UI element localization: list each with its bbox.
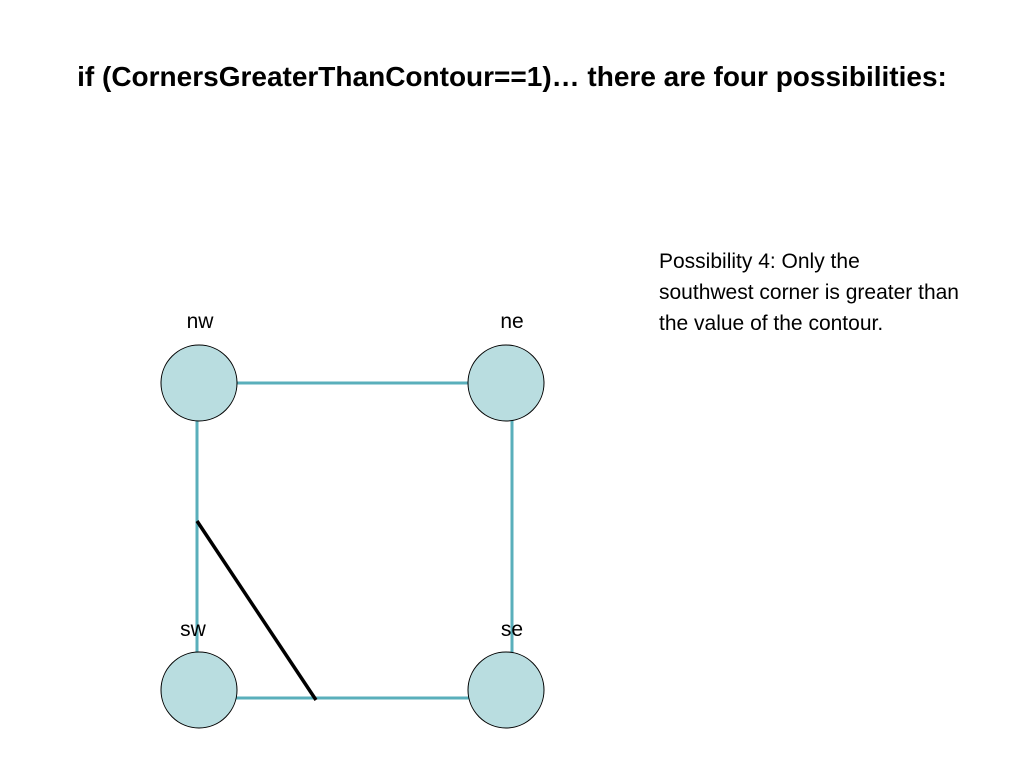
contour-line [195,520,318,701]
corner-label-se: se [501,618,523,641]
corner-node-nw [160,344,238,422]
cell-edges [195,381,514,700]
corner-nodes [160,344,545,729]
corner-node-se [467,651,545,729]
corner-label-sw: sw [180,618,207,641]
corner-label-ne: ne [500,310,523,333]
corner-node-sw [160,651,238,729]
possibility-description: Possibility 4: Only the southwest corner… [659,250,959,335]
corner-labels: nw ne sw se [180,310,524,641]
corner-label-nw: nw [187,310,215,333]
slide-title: if (CornersGreaterThanContour==1)… there… [77,61,947,92]
corner-node-ne [467,344,545,422]
